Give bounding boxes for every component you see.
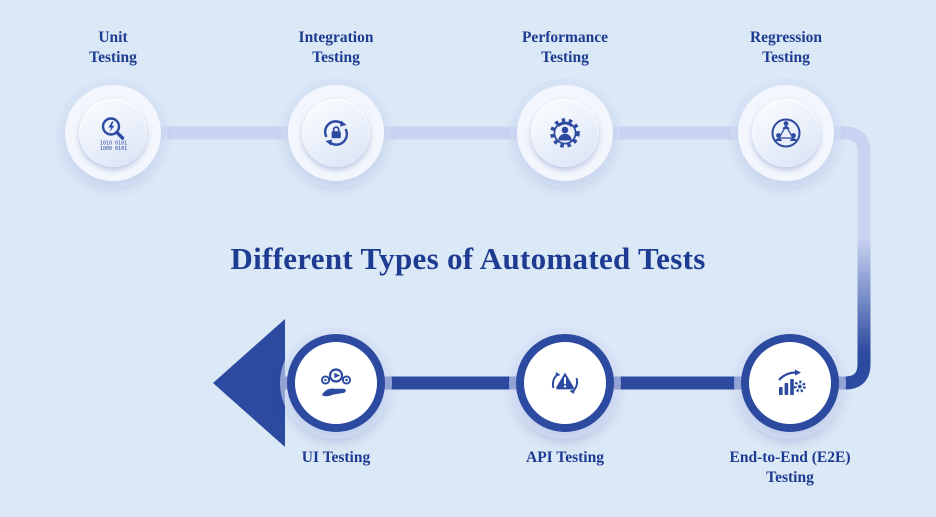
node-ui-testing [287,334,385,432]
gear-person-gauge-icon [545,113,585,153]
node-integration-testing [288,85,384,181]
label-unit-testing: Unit Testing [89,29,137,67]
label-ui-testing: UI Testing [301,449,371,466]
team-network-icon [766,113,806,153]
flow-line [113,126,871,390]
node-performance-testing [517,85,613,181]
label-e2e-testing: End-to-End (E2E) Testing [729,449,851,487]
hand-media-player-icon [316,363,356,403]
magnifier-bug-binary-icon: 1010 0101 1000 0101 [93,113,133,153]
sync-arrows-lock-icon [316,113,356,153]
node-regression-testing [738,85,834,181]
label-regression-testing: Regression Testing [749,29,823,67]
node-unit-testing: 1010 0101 1000 0101 [65,85,161,181]
label-performance-testing: Performance Testing [521,29,609,67]
growth-chart-gear-icon [770,363,810,403]
page-title: Different Types of Automated Tests [230,241,706,276]
svg-text:1000 0101: 1000 0101 [100,146,127,152]
node-api-testing [516,334,614,432]
gear-warning-sync-icon [545,363,585,403]
flow-arrowhead-icon [213,319,285,447]
svg-text:1010 0101: 1010 0101 [100,141,127,147]
node-e2e-testing [741,334,839,432]
label-api-testing: API Testing [526,449,604,466]
label-integration-testing: Integration Testing [298,29,374,67]
